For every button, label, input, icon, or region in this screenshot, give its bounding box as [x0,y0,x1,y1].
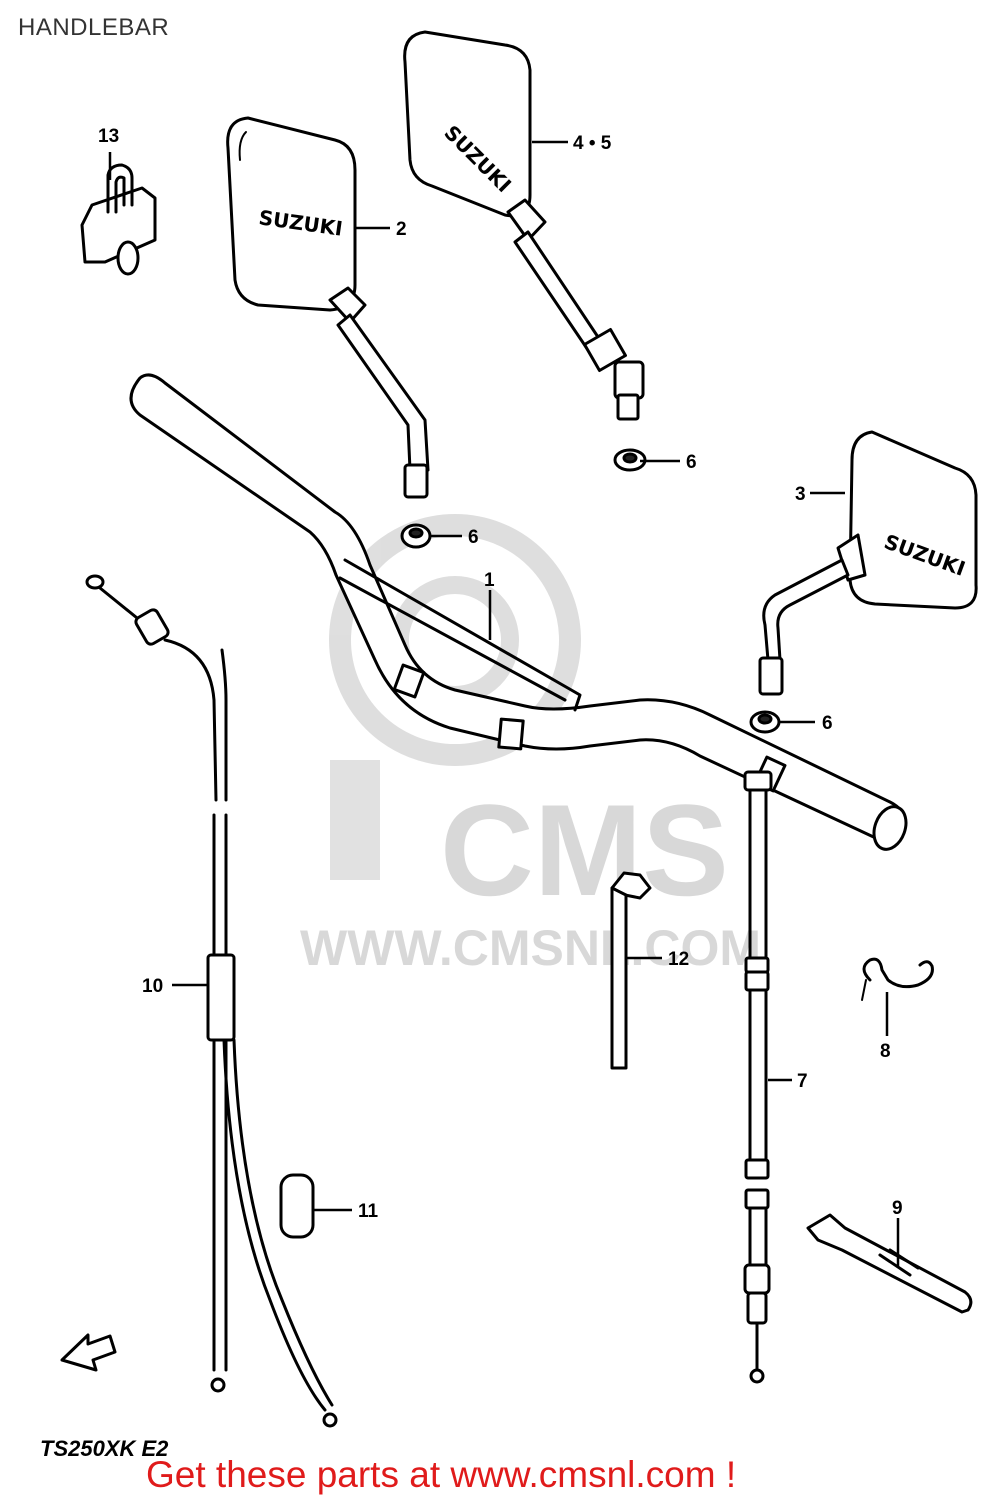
callout-6a: 6 [686,452,697,473]
throttle-cable [743,770,773,1384]
holder [80,163,157,276]
callout-6c: 6 [822,713,833,734]
callout-3: 3 [795,484,806,505]
mirror-upper: SUZUKI [403,30,645,421]
clutch-cable [85,574,338,1428]
callout-2: 2 [396,219,407,240]
watermark: CMS WWW.CMSNL.COM [300,514,761,976]
callout-4-5: 4 • 5 [573,133,612,154]
cable-cap [279,1173,315,1239]
cable-clip [861,957,934,1001]
nut-c [749,710,781,734]
callout-1: 1 [484,570,495,591]
callout-8: 8 [880,1041,891,1062]
callout-9: 9 [892,1198,903,1219]
cable-band [806,1213,973,1314]
handlebar [129,373,908,851]
front-arrow-icon [60,1333,117,1372]
callout-7: 7 [797,1071,808,1092]
nut-b [400,523,432,549]
cable-guide [610,871,652,1070]
callout-6b: 6 [468,527,479,548]
watermark-brand: CMS [440,777,729,923]
leader-lines [108,140,900,1268]
callout-10: 10 [142,976,163,997]
model-code: TS250XK E2 [40,1436,169,1461]
callout-13: 13 [98,126,119,147]
mirror-right: SUZUKI [758,430,978,696]
watermark-url: WWW.CMSNL.COM [300,920,761,976]
page-title: HANDLEBAR [18,14,170,41]
callouts: 4 • 5 2 6 6 3 1 6 13 10 11 12 7 8 9 [98,126,903,1222]
mirror-left: SUZUKI [226,116,430,499]
footer-link[interactable]: Get these parts at www.cmsnl.com ! [146,1454,737,1495]
callout-11: 11 [358,1201,379,1222]
callout-12: 12 [668,949,689,970]
